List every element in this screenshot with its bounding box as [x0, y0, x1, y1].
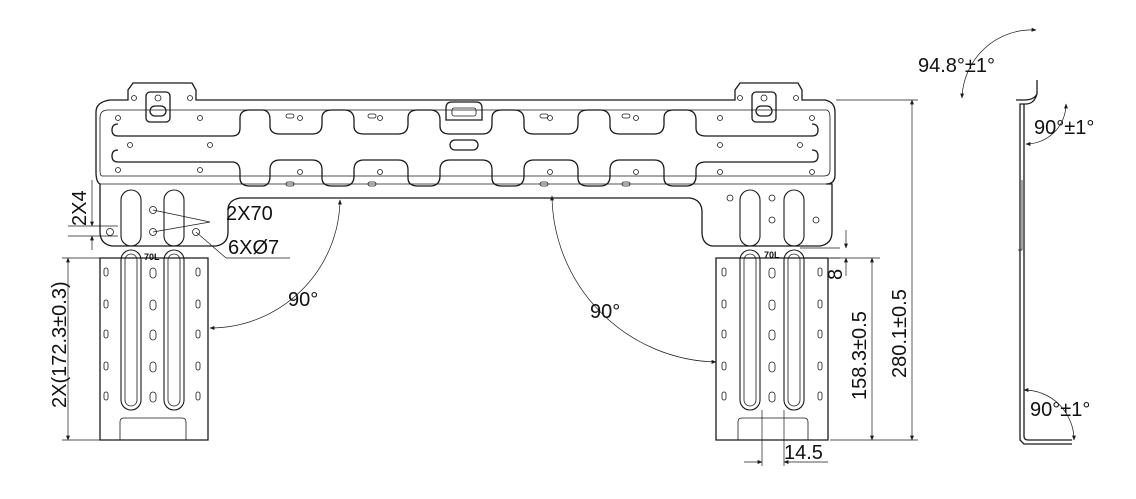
plate-holes: [115, 113, 815, 187]
dimensions: 2X4 2X(172.3±0.3) 2X70 6XØ7 70L 70L 90° …: [49, 99, 918, 466]
center-handle: [445, 101, 483, 121]
right-hook-tab: [737, 91, 799, 123]
dim-2x172: 2X(172.3±0.3): [49, 281, 71, 408]
lower-wave-rib: [111, 149, 819, 187]
dim-158: 158.3±0.5: [849, 311, 871, 400]
angle-90-right: 90°: [590, 301, 620, 323]
left-hook-tab: [131, 91, 193, 123]
side-angle-90-top: 90°±1°: [1034, 117, 1094, 139]
right-lower-bracket: [715, 249, 829, 441]
center-oval-slot: [449, 139, 479, 151]
dim-8: 8: [825, 269, 847, 280]
dim-6x7: 6XØ7: [228, 237, 279, 259]
left-upper-slots: [106, 189, 200, 247]
dim-2x4: 2X4: [69, 190, 91, 226]
dim-2x70: 2X70: [226, 203, 273, 225]
side-angle-90-bottom: 90°±1°: [1030, 399, 1090, 421]
label-70l-left: 70L: [144, 252, 160, 262]
dim-14-5: 14.5: [784, 442, 823, 464]
angle-90-left: 90°: [288, 289, 318, 311]
side-view: 94.8°±1° 90°±1° 90°±1°: [918, 27, 1094, 445]
left-lower-bracket: [99, 249, 209, 441]
label-70l-right: 70L: [764, 250, 780, 260]
front-view: [95, 82, 836, 441]
dim-280: 280.1±0.5: [889, 289, 911, 378]
right-upper-slots: [726, 189, 820, 247]
upper-wave-rib: [111, 109, 819, 137]
inner-frame: [99, 109, 831, 177]
side-angle-94-8: 94.8°±1°: [918, 55, 995, 77]
